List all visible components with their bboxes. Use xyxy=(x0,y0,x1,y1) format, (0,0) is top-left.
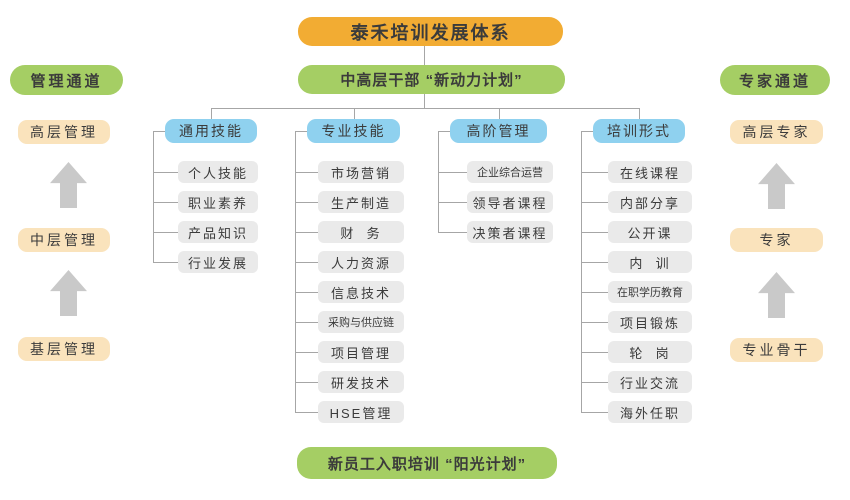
connector-line xyxy=(295,352,318,353)
item-box: 海外任职 xyxy=(608,401,692,423)
connector-line xyxy=(295,262,318,263)
connector-line xyxy=(438,131,450,132)
program-top-box: 中高层干部 “新动力计划” xyxy=(298,65,565,94)
item-box: 行业发展 xyxy=(178,251,258,273)
program-bottom-box: 新员工入职培训 “阳光计划” xyxy=(297,447,557,479)
connector-line xyxy=(581,352,608,353)
item-box: 研发技术 xyxy=(318,371,404,393)
item-box: 项目锻炼 xyxy=(608,311,692,333)
item-box: 人力资源 xyxy=(318,251,404,273)
connector-line xyxy=(581,292,608,293)
item-box: 产品知识 xyxy=(178,221,258,243)
left-level-bottom: 基层管理 xyxy=(18,337,110,361)
item-box: 内部分享 xyxy=(608,191,692,213)
connector-line xyxy=(295,292,318,293)
connector-line xyxy=(438,131,439,232)
item-box: 个人技能 xyxy=(178,161,258,183)
item-box: 公开课 xyxy=(608,221,692,243)
item-box: 职业素养 xyxy=(178,191,258,213)
connector-line xyxy=(153,172,178,173)
item-box: HSE管理 xyxy=(318,401,404,423)
left-channel-header: 管理通道 xyxy=(10,65,123,95)
up-arrow-icon xyxy=(758,272,795,318)
connector-line xyxy=(295,172,318,173)
category-header: 培训形式 xyxy=(593,119,685,143)
connector-line xyxy=(153,232,178,233)
left-level-middle: 中层管理 xyxy=(18,228,110,252)
connector-line xyxy=(438,202,467,203)
connector-line xyxy=(581,131,593,132)
connector-line xyxy=(424,94,425,108)
category-header: 高阶管理 xyxy=(450,119,547,143)
item-box: 决策者课程 xyxy=(467,221,553,243)
connector-line xyxy=(581,232,608,233)
connector-line xyxy=(295,202,318,203)
connector-line xyxy=(581,172,608,173)
connector-line xyxy=(581,412,608,413)
connector-line xyxy=(153,131,154,262)
connector-line xyxy=(639,108,640,119)
item-box: 信息技术 xyxy=(318,281,404,303)
connector-line xyxy=(295,232,318,233)
connector-line xyxy=(211,108,639,109)
item-box: 在职学历教育 xyxy=(608,281,692,303)
item-box: 领导者课程 xyxy=(467,191,553,213)
connector-line xyxy=(153,202,178,203)
item-box: 市场营销 xyxy=(318,161,404,183)
right-level-middle: 专家 xyxy=(730,228,823,252)
connector-line xyxy=(581,322,608,323)
right-level-top: 高层专家 xyxy=(730,120,823,144)
connector-line xyxy=(438,232,467,233)
item-box: 内 训 xyxy=(608,251,692,273)
connector-line xyxy=(295,412,318,413)
connector-line xyxy=(424,46,425,65)
connector-line xyxy=(295,131,296,412)
item-box: 采购与供应链 xyxy=(318,311,404,333)
right-level-bottom: 专业骨干 xyxy=(730,338,823,362)
item-box: 财 务 xyxy=(318,221,404,243)
item-box: 行业交流 xyxy=(608,371,692,393)
item-box: 在线课程 xyxy=(608,161,692,183)
connector-line xyxy=(438,172,467,173)
up-arrow-icon xyxy=(50,270,87,316)
connector-line xyxy=(581,262,608,263)
category-header: 专业技能 xyxy=(307,119,400,143)
connector-line xyxy=(153,131,165,132)
up-arrow-icon xyxy=(758,163,795,209)
connector-line xyxy=(295,131,307,132)
item-box: 生产制造 xyxy=(318,191,404,213)
connector-line xyxy=(295,382,318,383)
root-title-box: 泰禾培训发展体系 xyxy=(298,17,563,46)
connector-line xyxy=(499,108,500,119)
category-header: 通用技能 xyxy=(165,119,257,143)
item-box: 企业综合运营 xyxy=(467,161,553,183)
connector-line xyxy=(581,202,608,203)
connector-line xyxy=(153,262,178,263)
connector-line xyxy=(581,131,582,412)
item-box: 项目管理 xyxy=(318,341,404,363)
up-arrow-icon xyxy=(50,162,87,208)
connector-line xyxy=(295,322,318,323)
connector-line xyxy=(354,108,355,119)
connector-line xyxy=(581,382,608,383)
left-level-top: 高层管理 xyxy=(18,120,110,144)
right-channel-header: 专家通道 xyxy=(720,65,830,95)
item-box: 轮 岗 xyxy=(608,341,692,363)
connector-line xyxy=(211,108,212,119)
